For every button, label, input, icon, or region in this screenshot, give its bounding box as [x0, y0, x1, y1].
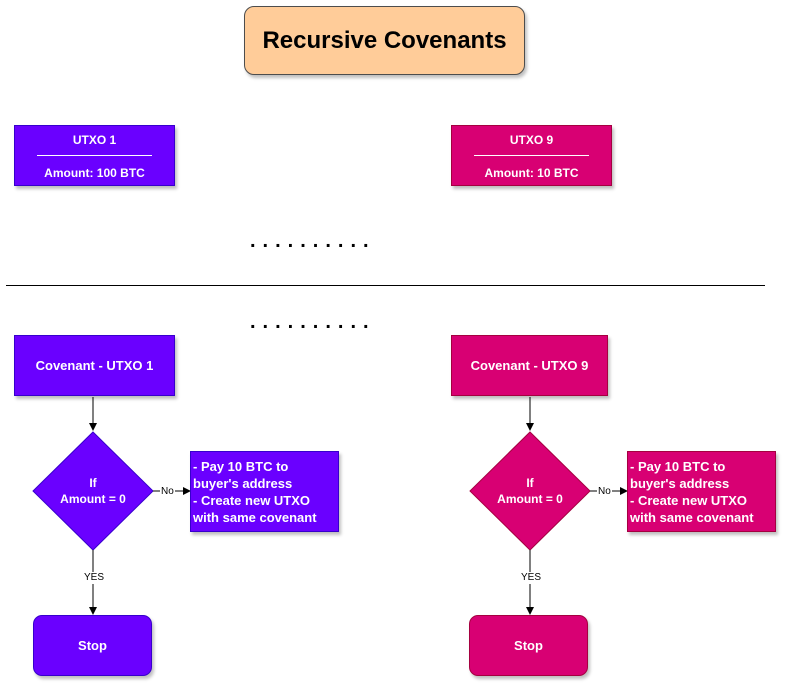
stop-1-box: Stop — [33, 615, 152, 676]
diagram-title-box: Recursive Covenants — [244, 6, 525, 75]
stop-9-box: Stop — [469, 615, 588, 676]
stop-9-label: Stop — [514, 638, 543, 653]
covenant-utxo-1-box: Covenant - UTXO 1 — [14, 335, 175, 396]
action-9-box: - Pay 10 BTC to buyer's address - Create… — [627, 451, 776, 532]
decision-9-line2: Amount = 0 — [497, 492, 563, 506]
covenant-utxo-9-box: Covenant - UTXO 9 — [451, 335, 608, 396]
section-divider — [6, 285, 765, 286]
utxo-1-amount: Amount: 100 BTC — [44, 166, 145, 180]
utxo-1-separator — [37, 155, 152, 156]
action-9-line: - Pay 10 BTC to — [630, 459, 726, 474]
utxo-9-separator — [474, 155, 589, 156]
utxo-9-box: UTXO 9 Amount: 10 BTC — [451, 125, 612, 186]
action-9-line: buyer's address — [630, 476, 730, 491]
decision-1-label: If Amount = 0 — [43, 475, 143, 507]
diagram-title: Recursive Covenants — [262, 26, 507, 54]
decision-1-line2: Amount = 0 — [60, 492, 126, 506]
utxo-1-name: UTXO 1 — [72, 133, 117, 147]
decision-1-no-label: No — [160, 486, 175, 498]
decision-9-line1: If — [526, 476, 534, 490]
ellipsis-lower: .......... — [250, 311, 376, 333]
utxo-9-name: UTXO 9 — [509, 133, 554, 147]
decision-9-yes-label: YES — [520, 572, 543, 584]
covenant-utxo-1-label: Covenant - UTXO 1 — [35, 358, 154, 373]
decision-9-no-label: No — [597, 486, 612, 498]
action-1-line: - Create new UTXO — [193, 493, 311, 508]
stop-1-label: Stop — [78, 638, 107, 653]
action-9-line: with same covenant — [630, 510, 754, 525]
action-1-box: - Pay 10 BTC to buyer's address - Create… — [190, 451, 339, 532]
action-1-line: with same covenant — [193, 510, 317, 525]
decision-1-yes-label: YES — [83, 572, 106, 584]
action-1-line: - Pay 10 BTC to — [193, 459, 289, 474]
ellipsis-upper: .......... — [250, 230, 376, 252]
decision-9-label: If Amount = 0 — [480, 475, 580, 507]
covenant-utxo-9-label: Covenant - UTXO 9 — [470, 358, 589, 373]
action-1-line: buyer's address — [193, 476, 293, 491]
decision-1-line1: If — [89, 476, 97, 490]
action-9-line: - Create new UTXO — [630, 493, 748, 508]
utxo-1-box: UTXO 1 Amount: 100 BTC — [14, 125, 175, 186]
utxo-9-amount: Amount: 10 BTC — [484, 166, 579, 180]
